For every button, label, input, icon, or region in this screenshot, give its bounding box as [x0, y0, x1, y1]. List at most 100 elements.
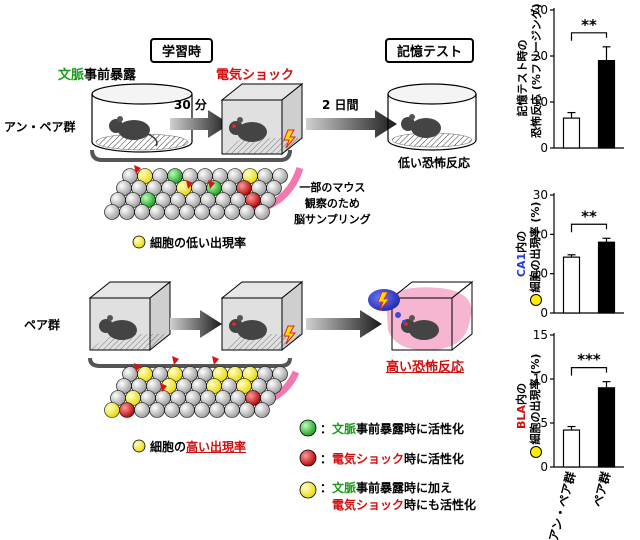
context-exposure-label: 文脈事前暴露: [58, 68, 137, 83]
cell-icon: [239, 402, 255, 418]
cell-icon: [194, 204, 210, 220]
y-tick-label: 0: [540, 306, 548, 320]
marker-icon: [160, 383, 167, 392]
y-tick-label: 10: [533, 95, 548, 109]
thought-bubble-icon: [368, 289, 406, 324]
cell-icon: [179, 402, 195, 418]
x-category-label: ペア群: [590, 470, 614, 509]
cylinder-cage-1: [91, 83, 193, 153]
yellow-cell-icon: [530, 294, 542, 307]
test-cage-2: [390, 280, 474, 352]
low-fear-label: 低い恐怖反応: [398, 156, 471, 170]
y-tick-label: 15: [533, 328, 548, 342]
chart3-ylabel: BLA内の 細胞の出現率 (%): [515, 351, 543, 461]
y-tick-label: 0: [540, 141, 548, 155]
significance-bracket: [570, 223, 608, 233]
arrow-row2-b: [306, 310, 382, 338]
mouse-icon-2: [99, 315, 137, 340]
learning-stage-label: 学習時: [150, 38, 214, 63]
legend-red-cell-icon: [299, 449, 317, 467]
bar: [562, 429, 581, 468]
y-tick-label: 0: [540, 460, 548, 474]
group-unpaired-label: アン・ペア群: [4, 120, 76, 134]
marker-icon: [172, 356, 179, 365]
fear-smear: [386, 287, 472, 351]
cell-icon: [104, 402, 120, 418]
y-tick-label: 20: [533, 49, 548, 63]
cell-icon: [179, 204, 195, 220]
y-tick-label: 30: [533, 188, 548, 202]
cell-icon: [164, 402, 180, 418]
arrow-row2-a: [170, 310, 222, 338]
cell-icon: [149, 402, 165, 418]
lightning-icon-1: [283, 129, 297, 149]
group-paired-label: ペア群: [24, 318, 61, 332]
chart-ca1: 0 10 20 30 **: [533, 188, 624, 320]
sampling-bracket-1: [90, 149, 292, 162]
legend-yellow-text: ：文脈事前暴露時に加え 電気ショック時にも活性化: [320, 481, 477, 512]
sampling-note: 一部のマウス 観察のため 脳サンプリング: [294, 181, 371, 226]
bar: [597, 387, 616, 468]
time-2days-label: 2 日間: [322, 98, 359, 112]
y-tick-label: 5: [540, 416, 548, 430]
cell-icon: [224, 204, 240, 220]
cell-icon: [194, 402, 210, 418]
marker-icon: [134, 165, 141, 174]
cell-icon: [134, 402, 150, 418]
significance-bracket: [570, 32, 608, 41]
chart1-ylabel: 記憶テスト時の 恐怖反応 (%フリージング): [516, 3, 543, 138]
memory-test-stage-label: 記憶テスト: [385, 38, 475, 63]
time-30min-label: 30 分: [174, 98, 207, 112]
shock-cage-1: [220, 82, 304, 156]
test-cylinder-1: [387, 83, 477, 151]
cells-low-caption: 細胞の低い出現率: [150, 236, 247, 250]
cell-icon: [119, 204, 135, 220]
y-tick-label: 10: [533, 267, 548, 281]
yellow-cell-icon: [530, 446, 542, 459]
marker-icon: [134, 363, 141, 372]
mouse-shocked-icon: [229, 117, 267, 142]
cell-icon: [209, 204, 225, 220]
lightning-icon-2: [283, 325, 297, 345]
legend-yellow-cell-icon: [299, 481, 317, 499]
mouse-icon: [109, 116, 158, 147]
cell-icon: [119, 402, 135, 418]
y-tick-label: 10: [533, 372, 548, 386]
x-category-label: アン・ペア群: [545, 470, 578, 540]
cell-icon: [209, 402, 225, 418]
cell-icon: [254, 402, 270, 418]
cell-icon: [254, 204, 270, 220]
bar: [562, 117, 581, 149]
arrow-30min: [170, 110, 230, 138]
significance-label: **: [581, 207, 597, 225]
significance-bracket: [570, 367, 608, 376]
mouse-shocked-icon-2: [229, 315, 267, 340]
bar: [597, 59, 616, 149]
y-tick-label: 20: [533, 227, 548, 241]
cell-icon: [134, 204, 150, 220]
cell-array-2: [104, 366, 288, 418]
marker-icon: [212, 356, 219, 365]
significance-label: **: [581, 16, 597, 34]
bar: [562, 256, 581, 314]
marker-icon: [186, 180, 193, 189]
shock-label: 電気ショック: [216, 68, 295, 83]
cell-icon: [104, 204, 120, 220]
chart2-ylabel: CA1内の 細胞の出現率 (%): [515, 199, 543, 309]
mouse-test-icon: [401, 114, 441, 138]
chart-bla: 051015***アン・ペア群ペア群: [533, 328, 624, 540]
high-fear-label: 高い恐怖反応: [386, 360, 465, 375]
y-tick-label: 30: [533, 3, 548, 17]
cells-high-caption: 細胞の高い出現率: [150, 440, 247, 454]
marker-icon: [208, 180, 215, 189]
bar: [597, 241, 616, 314]
paired-cage-1: [88, 280, 172, 352]
sampling-bracket-2: [88, 357, 292, 368]
caption-yellow-cell-icon-2: [132, 439, 146, 453]
cell-icon: [239, 204, 255, 220]
cell-icon: [164, 204, 180, 220]
cell-icon: [224, 402, 240, 418]
legend-green-cell-icon: [299, 419, 317, 437]
cell-array-1: [104, 168, 288, 220]
cell-icon: [149, 204, 165, 220]
